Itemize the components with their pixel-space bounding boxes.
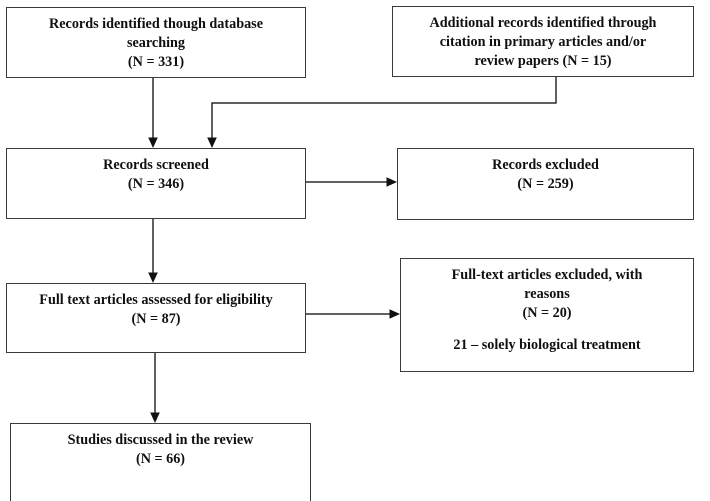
box-count: (N = 259) <box>517 175 574 192</box>
box-count: (N = 346) <box>127 175 185 192</box>
box-additional-records-citation: Additional records identified through ci… <box>392 6 694 77</box>
box-line: Full text articles assessed for eligibil… <box>39 292 273 308</box>
box-records-excluded: Records excluded (N = 259) <box>397 148 694 220</box>
box-count: (N = 87) <box>131 310 181 327</box>
box-records-identified-database: Records identified though database searc… <box>6 7 306 78</box>
arrowhead-screened-to-excluded <box>386 177 397 187</box>
box-full-text-excluded: Full-text articles excluded, with reason… <box>400 258 694 372</box>
box-count: (N = 331) <box>127 53 185 70</box>
box-line: Records screened <box>103 157 209 173</box>
box-records-screened: Records screened (N = 346) <box>6 148 306 219</box>
box-spacer <box>407 323 687 336</box>
box-count: review papers (N = 15) <box>474 52 612 69</box>
arrowhead-fulltext-to-excluded <box>389 309 400 319</box>
box-full-text-assessed: Full text articles assessed for eligibil… <box>6 283 306 353</box>
arrowhead-screened-to-fulltext <box>148 272 158 283</box>
box-count: (N = 20) <box>522 304 572 321</box>
arrowhead-identified-to-screened <box>148 137 158 148</box>
box-line: Records excluded <box>492 157 599 173</box>
arrowhead-fulltext-to-studies <box>150 412 160 423</box>
box-line: citation in primary articles and/or <box>439 33 647 50</box>
box-count: (N = 66) <box>135 450 186 467</box>
box-line: Additional records identified through <box>429 15 657 31</box>
arrowhead-additional-to-screened <box>207 137 217 148</box>
connector-additional-to-screened <box>211 77 557 141</box>
box-line: Studies discussed in the review <box>67 432 254 448</box>
box-line: searching <box>126 34 186 51</box>
box-line: Records identified though database <box>48 16 263 32</box>
box-line: Full-text articles excluded, with <box>451 267 643 283</box>
box-line: reasons <box>524 285 570 302</box>
box-exclusion-reason: 21 – solely biological treatment <box>453 336 641 353</box>
box-studies-discussed: Studies discussed in the review (N = 66) <box>10 423 311 501</box>
